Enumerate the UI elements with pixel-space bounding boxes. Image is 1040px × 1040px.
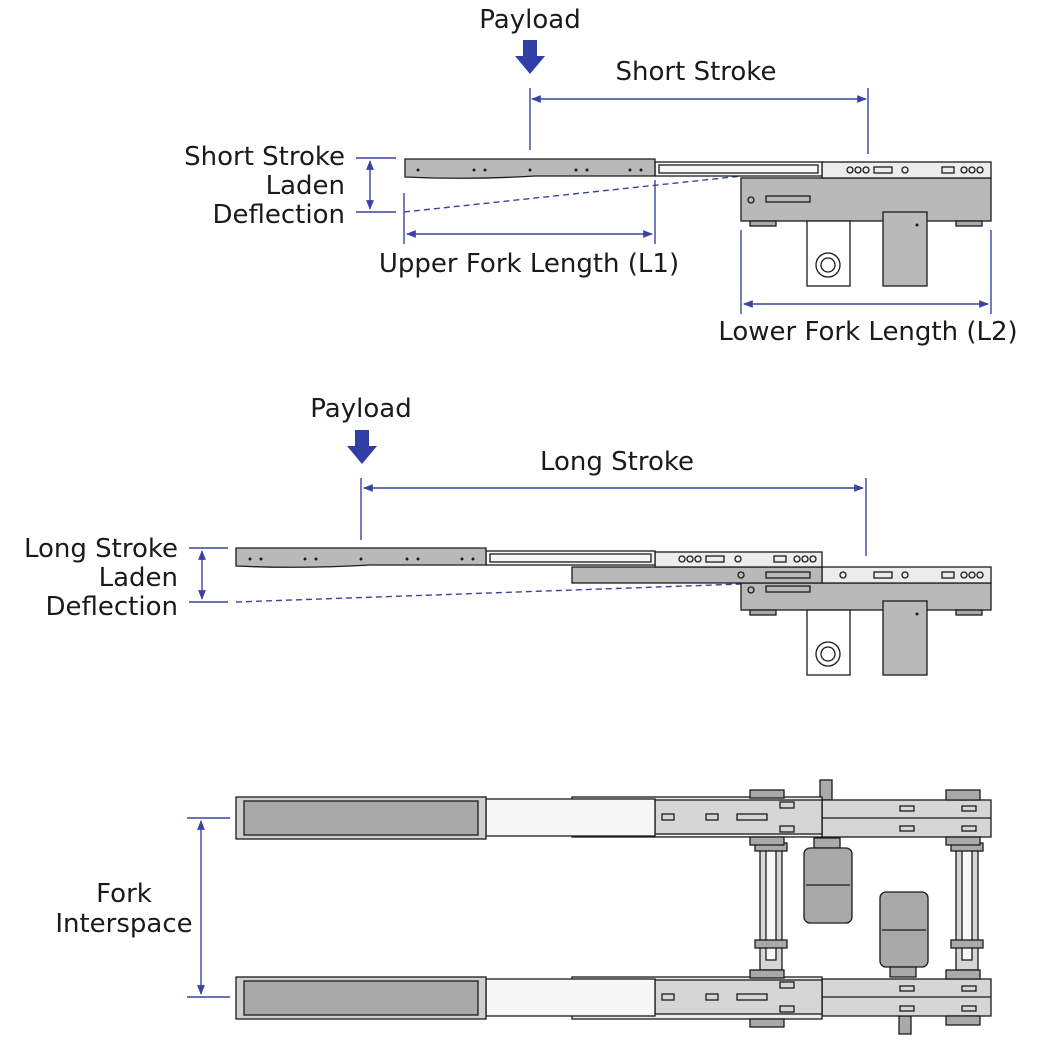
long-deflection-label-line1: Long Stroke xyxy=(24,534,178,564)
fork-assembly-bottom xyxy=(235,969,992,1028)
deflection-reference-line xyxy=(403,175,743,213)
payload-label-long: Payload xyxy=(310,394,411,424)
cross-members xyxy=(754,779,984,1035)
upper-fork xyxy=(404,158,823,179)
interspace-label-line2: Interspace xyxy=(55,909,192,939)
top-view: Fork Interspace xyxy=(55,779,992,1035)
fork-assembly-top xyxy=(235,789,992,846)
payload-label-short: Payload xyxy=(479,5,580,35)
upper-fork-long xyxy=(235,547,656,568)
middle-carriage xyxy=(821,161,992,179)
lower-fork-length-label: Lower Fork Length (L2) xyxy=(718,317,1017,347)
deflection-label-line3: Deflection xyxy=(213,200,346,230)
motor-left xyxy=(803,837,853,924)
interspace-label-line1: Fork xyxy=(96,879,152,909)
deflection-label-line1: Short Stroke xyxy=(184,142,345,172)
down-arrow-icon xyxy=(515,40,545,74)
long-deflection-label-line2: Laden xyxy=(99,563,178,593)
motor-right xyxy=(879,891,929,978)
long-deflection-label-line3: Deflection xyxy=(46,592,179,622)
deflection-label-line2: Laden xyxy=(266,171,345,201)
upper-fork-length-label: Upper Fork Length (L1) xyxy=(379,249,679,279)
lower-fork-body-long xyxy=(740,582,992,676)
long-stroke-view: Payload Long Stroke Long Stroke Laden De… xyxy=(24,394,992,676)
short-stroke-label: Short Stroke xyxy=(616,57,777,87)
down-arrow-icon xyxy=(347,430,377,464)
lower-fork-body xyxy=(740,177,992,287)
long-stroke-label: Long Stroke xyxy=(540,447,694,477)
short-stroke-view: Payload Short Stroke Short Stroke Laden … xyxy=(184,5,1018,347)
